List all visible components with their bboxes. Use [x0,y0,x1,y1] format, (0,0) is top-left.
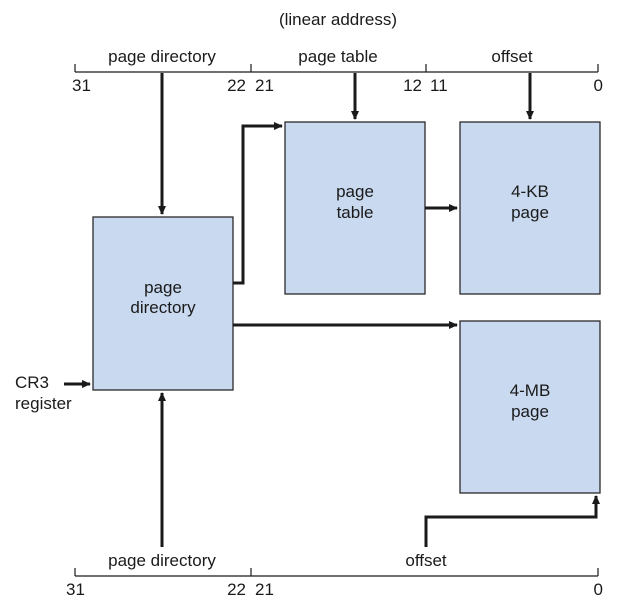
4kb-page-box-line2: page [511,203,549,222]
page-directory-box: page directory [92,216,234,391]
bottom-bit-31: 31 [66,580,85,599]
arrow-directory-to-table [233,122,283,285]
top-bit-12: 12 [403,76,422,95]
bottom-address-bar: page directory offset 31 22 21 0 [66,551,603,599]
4mb-page-box: 4-MB page [459,320,601,494]
top-page-table-label: page table [298,47,377,66]
top-offset-label: offset [491,47,533,66]
top-address-bar: page directory page table offset 31 22 2… [72,47,603,95]
page-table-box-line1: page [336,182,374,201]
bottom-bit-22: 22 [227,580,246,599]
bottom-bit-21: 21 [255,580,274,599]
page-directory-box-line1: page [144,278,182,297]
page-table-box-line2: table [337,203,374,222]
top-bit-11: 11 [430,76,448,95]
top-bit-22: 22 [227,76,246,95]
arrows [64,73,600,547]
bottom-page-directory-label: page directory [108,551,216,570]
top-bit-21: 21 [255,76,274,95]
arrow-bottom-offset-to-4mb [424,495,600,547]
linear-address-caption: (linear address) [279,10,397,29]
4mb-page-box-line1: 4-MB [510,381,551,400]
page-table-box: page table [284,121,426,295]
cr3-label: CR3 [15,373,49,392]
4kb-page-box-line1: 4-KB [511,182,549,201]
top-page-directory-label: page directory [108,47,216,66]
page-directory-box-line2: directory [130,298,196,317]
cr3-register-label: register [15,394,72,413]
4kb-page-box: 4-KB page [459,121,601,295]
top-bit-31: 31 [72,76,91,95]
bottom-offset-label: offset [405,551,447,570]
bottom-bit-0: 0 [594,580,603,599]
4mb-page-box-line2: page [511,402,549,421]
top-bit-0: 0 [594,76,603,95]
